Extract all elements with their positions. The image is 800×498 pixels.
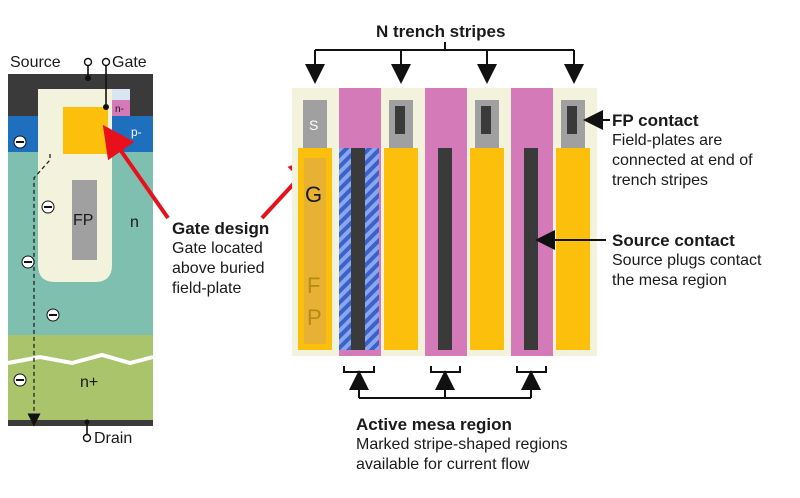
g-label: G	[305, 182, 322, 207]
gate-design-callout: Gate design Gate located above buried fi…	[172, 218, 292, 299]
drain-terminal-icon	[82, 433, 92, 443]
source-contact-line: Source plugs contact	[612, 252, 762, 269]
n-drift-label: n	[130, 214, 139, 231]
source-contact-title: Source contact	[612, 231, 735, 250]
n-minus-right	[112, 100, 130, 116]
fp-letter-p: P	[307, 305, 322, 330]
active-mesa-line: available for current flow	[356, 456, 530, 473]
right-metal-plug	[130, 89, 153, 116]
electrons	[13, 135, 60, 387]
fp-contact-line: trench stripes	[612, 172, 709, 189]
active-mesa-title: Active mesa region	[356, 415, 512, 434]
s-label: S	[309, 117, 318, 133]
fp-contact-block	[303, 100, 327, 148]
source-metal	[8, 74, 153, 89]
gate-poly	[63, 107, 108, 154]
active-mesa-callout: Active mesa region Marked stripe-shaped …	[356, 414, 656, 475]
trench-fp-inner	[304, 158, 326, 344]
source-contact-bar	[351, 148, 365, 350]
drain-contact-dot	[84, 419, 90, 425]
fp-letter-f: F	[307, 273, 320, 298]
fp-contact-line: connected at end of	[612, 152, 753, 169]
p-minus-label: p-	[131, 125, 142, 139]
source-contact-bar	[524, 148, 538, 350]
source-contact-bar	[438, 148, 452, 350]
source-label: Source	[10, 54, 61, 71]
active-mesa-line: Marked stripe-shaped regions	[356, 436, 568, 453]
source-terminal-icon	[83, 57, 93, 67]
fp-contact-callout: FP contact Field-plates are connected at…	[612, 110, 798, 191]
gate-terminal-icon	[101, 57, 111, 67]
cross-section: Source Gate Drain n- p- FP n n+	[7, 54, 154, 447]
top-view-layout: S G F P	[292, 88, 597, 356]
n-minus-label: n-	[115, 104, 124, 115]
trench-stripes-bracket	[305, 42, 584, 84]
fp-contact-plug	[481, 106, 491, 134]
drain-metal	[8, 420, 153, 426]
current-path	[27, 154, 51, 427]
fp-contact-line: Field-plates are	[612, 132, 723, 149]
gate-design-title: Gate design	[172, 219, 270, 238]
fp-label: FP	[73, 212, 93, 229]
gate-design-arrow-left	[102, 124, 170, 220]
fp-contact-title: FP contact	[612, 111, 699, 130]
n-plus-substrate	[8, 335, 153, 420]
active-mesa-bracket	[343, 366, 547, 399]
substrate-break-line	[7, 352, 154, 366]
source-contact-callout: Source contact Source plugs contact the …	[612, 230, 798, 291]
field-plate	[72, 180, 97, 260]
gate-design-line: Gate located	[172, 240, 263, 257]
source-contact-dot	[85, 75, 91, 81]
trench-stripe	[556, 148, 590, 350]
fp-contact-plug	[567, 106, 577, 134]
drain-label: Drain	[94, 430, 132, 447]
trench-stripe	[384, 148, 418, 350]
gate-contact-dot	[103, 104, 109, 110]
gate-label: Gate	[112, 54, 147, 71]
gate-design-line: field-plate	[172, 280, 242, 297]
source-contact-line: the mesa region	[612, 272, 727, 289]
left-metal-plug	[8, 89, 38, 116]
gate-design-line: above buried	[172, 260, 265, 277]
fp-contact-plug	[395, 106, 405, 134]
trench-stripes-title: N trench stripes	[376, 22, 505, 41]
n-plus-label: n+	[80, 374, 98, 391]
trench-stripe	[470, 148, 504, 350]
